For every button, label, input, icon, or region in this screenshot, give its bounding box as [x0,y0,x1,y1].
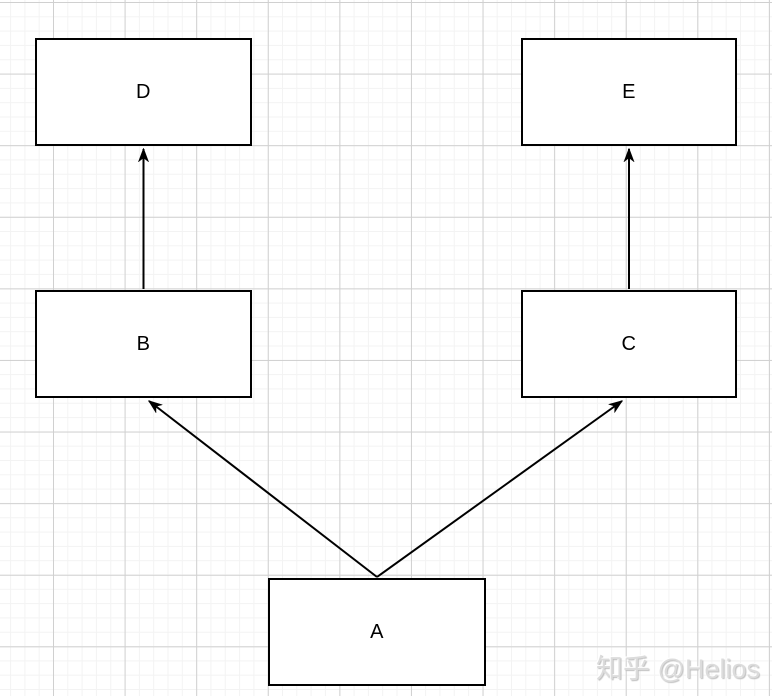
node-label: B [136,332,151,355]
node-D: D [35,38,252,146]
node-label: A [370,620,384,643]
node-label: D [136,80,151,103]
node-label: C [621,332,637,355]
edge-A-C [376,401,622,578]
node-A: A [268,578,486,686]
node-B: B [35,290,252,398]
node-E: E [521,38,737,146]
watermark: 知乎 @Helios [596,654,760,685]
node-label: E [622,80,636,103]
edge-A-B [149,401,378,578]
node-C: C [521,290,737,398]
